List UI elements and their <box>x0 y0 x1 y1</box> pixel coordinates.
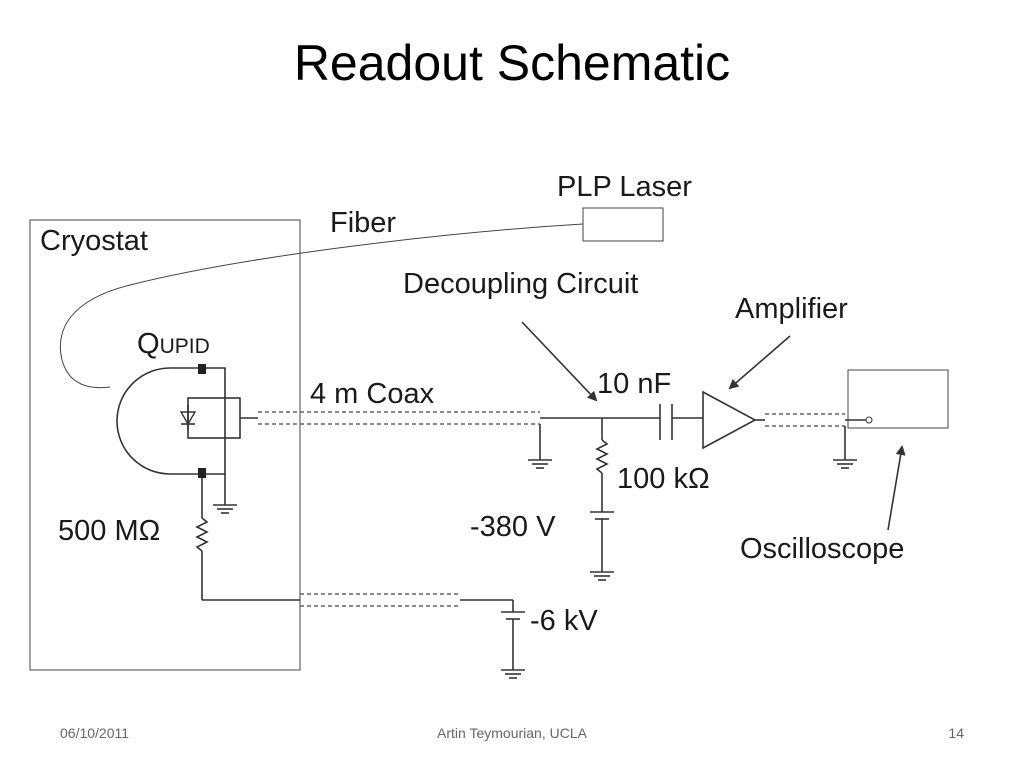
decoupling-circuit-label: Decoupling Circuit <box>403 268 638 300</box>
resistor-100k-label: 100 kΩ <box>617 463 710 495</box>
hv-6kv-label: -6 kV <box>530 605 598 637</box>
footer-date: 06/10/2011 <box>60 725 130 741</box>
qupid-top-terminal <box>198 364 206 374</box>
fiber-line <box>59 223 584 389</box>
coax-label: 4 m Coax <box>310 378 435 410</box>
plp-laser-label: PLP Laser <box>557 171 692 203</box>
ground-icon <box>213 504 237 514</box>
plp-laser-box <box>582 207 664 242</box>
qupid-bottom-terminal <box>198 468 206 478</box>
diode-icon <box>179 405 197 430</box>
qupid-anode-box <box>187 397 241 439</box>
ground-icon <box>590 571 614 581</box>
qupid-label: QUPID <box>137 328 210 360</box>
cryostat-box <box>29 219 301 671</box>
cryostat-label: Cryostat <box>40 225 148 257</box>
oscilloscope-input-icon <box>865 416 873 424</box>
footer-author: Artin Teymourian, UCLA <box>437 725 587 741</box>
fiber-label: Fiber <box>330 207 396 239</box>
qupid-body <box>116 367 226 475</box>
capacitor-icon <box>659 404 673 440</box>
amplifier-label: Amplifier <box>735 293 848 325</box>
amplifier-arrow <box>728 335 791 390</box>
oscilloscope-arrow <box>887 445 906 531</box>
footer-page-number: 14 <box>948 725 964 741</box>
decoupling-arrow <box>521 321 598 402</box>
resistor-100k-icon <box>595 439 609 474</box>
ground-icon <box>528 459 552 469</box>
bias-battery-icon <box>590 511 614 520</box>
bias-380-label: -380 V <box>470 511 556 543</box>
capacitor-label: 10 nF <box>597 368 671 400</box>
resistor-500m-label: 500 MΩ <box>58 515 160 547</box>
amplifier-icon <box>702 390 757 450</box>
ground-icon <box>501 669 525 679</box>
ground-icon <box>833 459 857 469</box>
oscilloscope-box <box>847 369 949 429</box>
hv-battery-icon <box>501 611 525 620</box>
resistor-500m-icon <box>195 517 209 552</box>
slide-title: Readout Schematic <box>293 35 731 91</box>
oscilloscope-label: Oscilloscope <box>740 533 904 565</box>
